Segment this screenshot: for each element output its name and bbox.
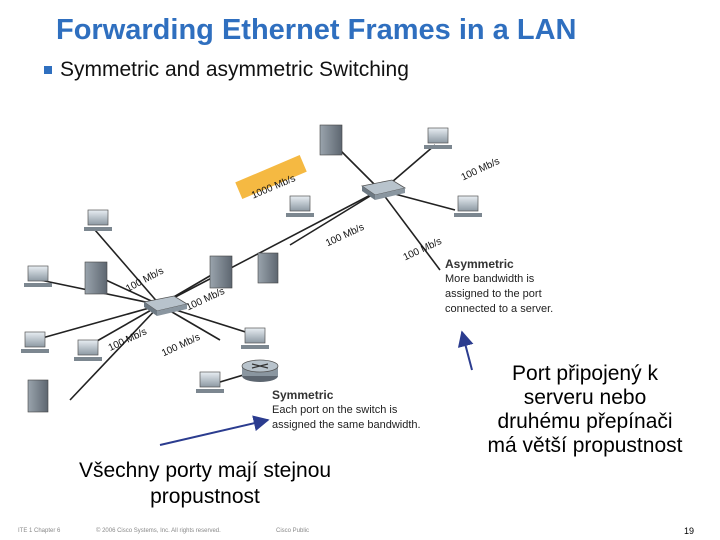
link-left-pc-b	[34, 304, 161, 341]
pc-icon	[84, 209, 112, 231]
speed-label-left-c: 100 Mb/s	[107, 326, 149, 353]
asymmetric-line: connected to a server.	[445, 303, 554, 315]
server-icon	[27, 379, 49, 413]
symmetric-info: Symmetric Each port on the switch is ass…	[272, 388, 421, 433]
caption-line: druhému přepínači	[497, 410, 673, 433]
switch-icon	[360, 179, 407, 200]
asymmetric-heading: Asymmetric	[445, 257, 514, 271]
speed-label-left-b: 100 Mb/s	[185, 286, 227, 313]
asymmetric-line: More bandwidth is	[445, 273, 535, 285]
arrow-symmetric	[159, 415, 270, 446]
speed-label-right: 100 Mb/s	[402, 236, 444, 263]
arrow-asymmetric	[457, 330, 474, 371]
slide-title: Forwarding Ethernet Frames in a LAN	[56, 14, 577, 46]
link-left-pc-c	[89, 304, 161, 346]
pc-icon	[74, 339, 102, 361]
caption-line: propustnost	[150, 485, 260, 508]
router-icon	[241, 359, 279, 382]
caption-asymmetric: Port připojený k serveru nebo druhému př…	[470, 362, 700, 458]
link-bottom-server	[69, 304, 161, 401]
footer-classification: Cisco Public	[276, 528, 310, 534]
bullet-square-icon	[44, 66, 52, 74]
bullet-item: Symmetric and asymmetric Switching	[44, 58, 409, 82]
symmetric-heading: Symmetric	[272, 388, 334, 402]
speed-label-mid: 100 Mb/s	[324, 222, 366, 249]
pc-icon	[286, 195, 314, 217]
switch-icon	[142, 295, 189, 316]
link-left-pc-top	[94, 229, 161, 306]
pc-icon	[241, 327, 269, 349]
footer-course: ITE 1 Chapter 6	[18, 528, 61, 534]
caption-line: Port připojený k	[512, 362, 658, 385]
server-icon	[257, 252, 279, 284]
asymmetric-info: Asymmetric More bandwidth is assigned to…	[445, 257, 553, 317]
link-pc-lower-right	[379, 189, 441, 271]
page-number: 19	[684, 526, 695, 536]
caption-symmetric: Všechny porty mají stejnou propustnost	[40, 458, 370, 510]
link-uplink-main	[159, 189, 381, 306]
pc-icon	[24, 265, 52, 287]
footer-copyright: © 2006 Cisco Systems, Inc. All rights re…	[96, 528, 221, 534]
caption-line: má větší propustnost	[487, 434, 683, 457]
pc-icon	[196, 371, 224, 393]
speed-label-left-d: 100 Mb/s	[160, 332, 202, 359]
pc-icon	[424, 127, 452, 149]
server-icon	[319, 124, 343, 156]
link-pc-mid	[289, 189, 381, 246]
pc-icon	[454, 195, 482, 217]
server-icon	[209, 255, 233, 289]
caption-line: Všechny porty mají stejnou	[78, 459, 332, 482]
speed-label-top-right: 100 Mb/s	[460, 156, 502, 183]
server-icon	[84, 261, 108, 295]
symmetric-line: assigned the same bandwidth.	[272, 419, 421, 431]
asymmetric-line: assigned to the port	[445, 288, 542, 300]
symmetric-line: Each port on the switch is	[272, 404, 398, 416]
server-link-highlight	[235, 155, 307, 199]
pc-icon	[21, 331, 49, 353]
caption-line: serveru nebo	[523, 386, 647, 409]
bullet-text: Symmetric and asymmetric Switching	[60, 58, 409, 81]
